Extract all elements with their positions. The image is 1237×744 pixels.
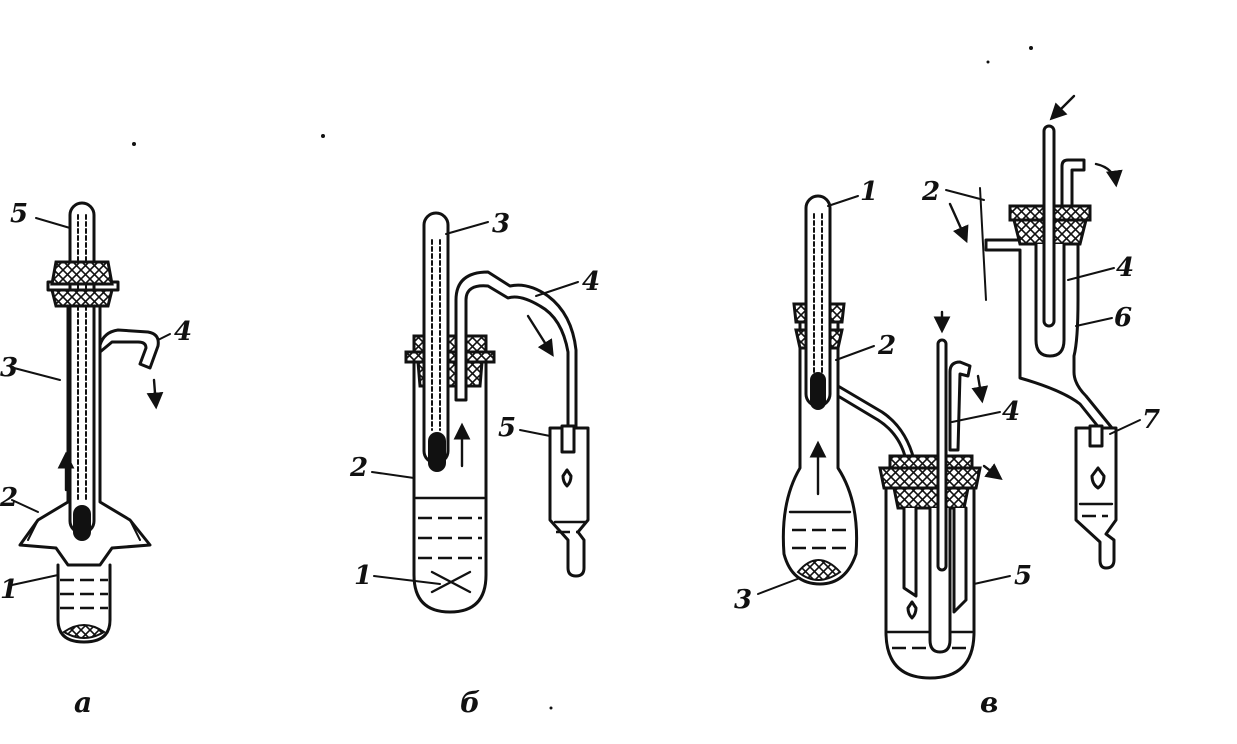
label-v-4: 4 bbox=[1002, 397, 1020, 427]
apparatus-b: 3 4 5 2 1 б bbox=[349, 209, 600, 719]
label-v-3: 3 bbox=[734, 585, 752, 615]
label-b-5: 5 bbox=[498, 413, 516, 443]
label-a-1: 1 bbox=[0, 575, 18, 605]
stopper-a bbox=[50, 260, 114, 286]
caption-a: а bbox=[74, 686, 92, 719]
sample-a bbox=[62, 624, 106, 639]
thermometer-bulb-b bbox=[428, 432, 446, 472]
label-b-3: 3 bbox=[492, 209, 510, 239]
label-a-4: 4 bbox=[174, 317, 192, 347]
label-v-1: 1 bbox=[860, 177, 878, 207]
label-v-7: 7 bbox=[1142, 405, 1160, 435]
apparatus-v-still: 1 2 3 4 5 в bbox=[734, 177, 1032, 719]
apparatus-v-condenser: 2 4 6 7 bbox=[921, 94, 1160, 570]
receiver-b bbox=[548, 426, 590, 578]
label-a-5: 5 bbox=[10, 199, 28, 229]
label-v-5: 5 bbox=[1014, 561, 1032, 591]
receiver-v2 bbox=[1074, 426, 1118, 570]
label-v-2: 2 bbox=[877, 331, 896, 361]
label-v-4b: 4 bbox=[1116, 253, 1134, 283]
label-v-6: 6 bbox=[1114, 303, 1132, 333]
label-b-1: 1 bbox=[354, 561, 372, 591]
test-tube-a bbox=[56, 563, 112, 644]
label-v-2b: 2 bbox=[921, 177, 940, 207]
thermometer-bulb-v bbox=[810, 372, 826, 410]
apparatus-a: 5 3 4 2 1 а bbox=[0, 199, 192, 719]
thermometer-bulb-a bbox=[73, 505, 91, 541]
caption-v: в bbox=[980, 686, 998, 719]
label-a-2: 2 bbox=[0, 483, 18, 513]
label-b-4: 4 bbox=[582, 267, 600, 297]
caption-b: б bbox=[460, 686, 480, 719]
sample-v bbox=[796, 559, 842, 581]
label-a-3: 3 bbox=[0, 353, 18, 383]
label-b-2: 2 bbox=[349, 453, 368, 483]
